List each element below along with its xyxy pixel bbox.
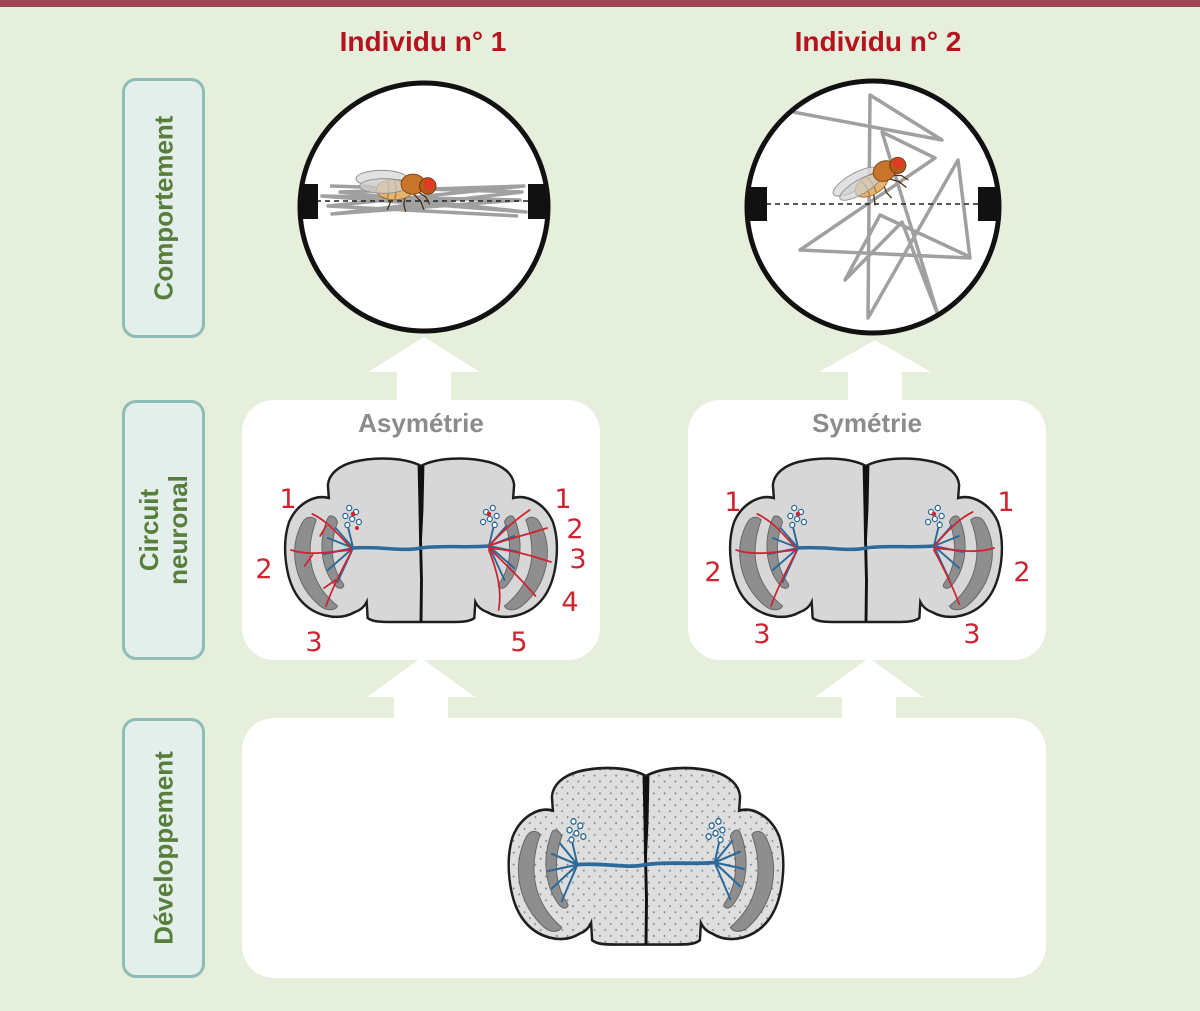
branch-number-left-1: 1 bbox=[279, 484, 296, 515]
arrow-up-circuit1-to-behavior1 bbox=[368, 337, 480, 403]
row-label-behavior: Comportement bbox=[122, 78, 205, 338]
axon-branch bbox=[756, 513, 798, 549]
arena-1-right-target bbox=[528, 184, 546, 219]
branch-number-right-5: 5 bbox=[510, 627, 527, 658]
axon-branch bbox=[488, 547, 537, 597]
arena-2-floor bbox=[747, 81, 999, 333]
axon-branch bbox=[933, 511, 974, 547]
axon-branch bbox=[488, 509, 531, 547]
axon-branch bbox=[488, 549, 501, 611]
axon-branch bbox=[311, 513, 353, 549]
axon-branch bbox=[933, 549, 960, 605]
brain-base-development bbox=[506, 766, 786, 947]
red-branches-left bbox=[290, 513, 353, 607]
axon-branch bbox=[735, 549, 798, 555]
branch-number-left-3: 3 bbox=[305, 627, 322, 658]
arrow-up-circuit2-to-behavior2 bbox=[819, 340, 931, 403]
axon-branch bbox=[933, 547, 995, 553]
row-label-circuit: Circuit neuronal bbox=[122, 400, 205, 660]
brain-base-symmetric bbox=[728, 456, 1004, 624]
branch-number-right-3: 3 bbox=[963, 619, 980, 650]
top-rule bbox=[0, 0, 1200, 7]
circular-arena-icon-2 bbox=[744, 78, 1002, 336]
red-cells bbox=[795, 511, 937, 517]
axon-branch bbox=[770, 551, 798, 607]
fly-brain-icon-asymmetric bbox=[283, 456, 559, 624]
arena-2-left-target bbox=[749, 187, 767, 221]
red-branches-right bbox=[488, 509, 552, 611]
arena-1-trajectory bbox=[320, 184, 528, 218]
header-individual-1: Individu n° 1 bbox=[339, 26, 507, 57]
branch-number-right-1: 1 bbox=[554, 484, 571, 515]
arena-2-rim bbox=[744, 78, 1002, 336]
panel-title-asymmetry: Asymétrie bbox=[358, 408, 484, 438]
panel-title-symmetry: Symétrie bbox=[812, 408, 922, 438]
axon-branch bbox=[488, 527, 548, 547]
branch-number-left-3: 3 bbox=[753, 619, 770, 650]
arena-1-rim bbox=[297, 80, 551, 334]
circular-arena-icon-1 bbox=[297, 80, 551, 334]
arrow-up-development-to-circuit2 bbox=[815, 658, 923, 721]
axon-branch bbox=[488, 547, 552, 563]
red-branches-right bbox=[933, 511, 995, 605]
brain-base-asymmetric bbox=[283, 456, 559, 624]
axon-branch bbox=[290, 549, 353, 567]
header-individual-2: Individu n° 2 bbox=[794, 26, 962, 57]
arena-1-left-target bbox=[302, 184, 318, 219]
arrow-up-development-to-circuit1 bbox=[367, 658, 475, 721]
branch-number-right-1: 1 bbox=[997, 487, 1014, 518]
fly-brain-icon-symmetric bbox=[728, 456, 1004, 624]
fly-brain-icon-development bbox=[506, 766, 786, 947]
branch-number-right-4: 4 bbox=[561, 587, 578, 618]
branch-number-left-1: 1 bbox=[724, 487, 741, 518]
row-label-development: Développement bbox=[122, 718, 205, 978]
branch-number-left-2: 2 bbox=[255, 554, 272, 585]
red-cells bbox=[350, 511, 492, 530]
arena-2-right-target bbox=[978, 187, 997, 221]
red-branches-left bbox=[735, 513, 798, 607]
branch-number-right-2: 2 bbox=[1013, 557, 1030, 588]
branch-number-right-2: 2 bbox=[566, 514, 583, 545]
branch-number-right-3: 3 bbox=[569, 544, 586, 575]
axon-branch bbox=[323, 551, 353, 607]
branch-number-left-2: 2 bbox=[704, 557, 721, 588]
